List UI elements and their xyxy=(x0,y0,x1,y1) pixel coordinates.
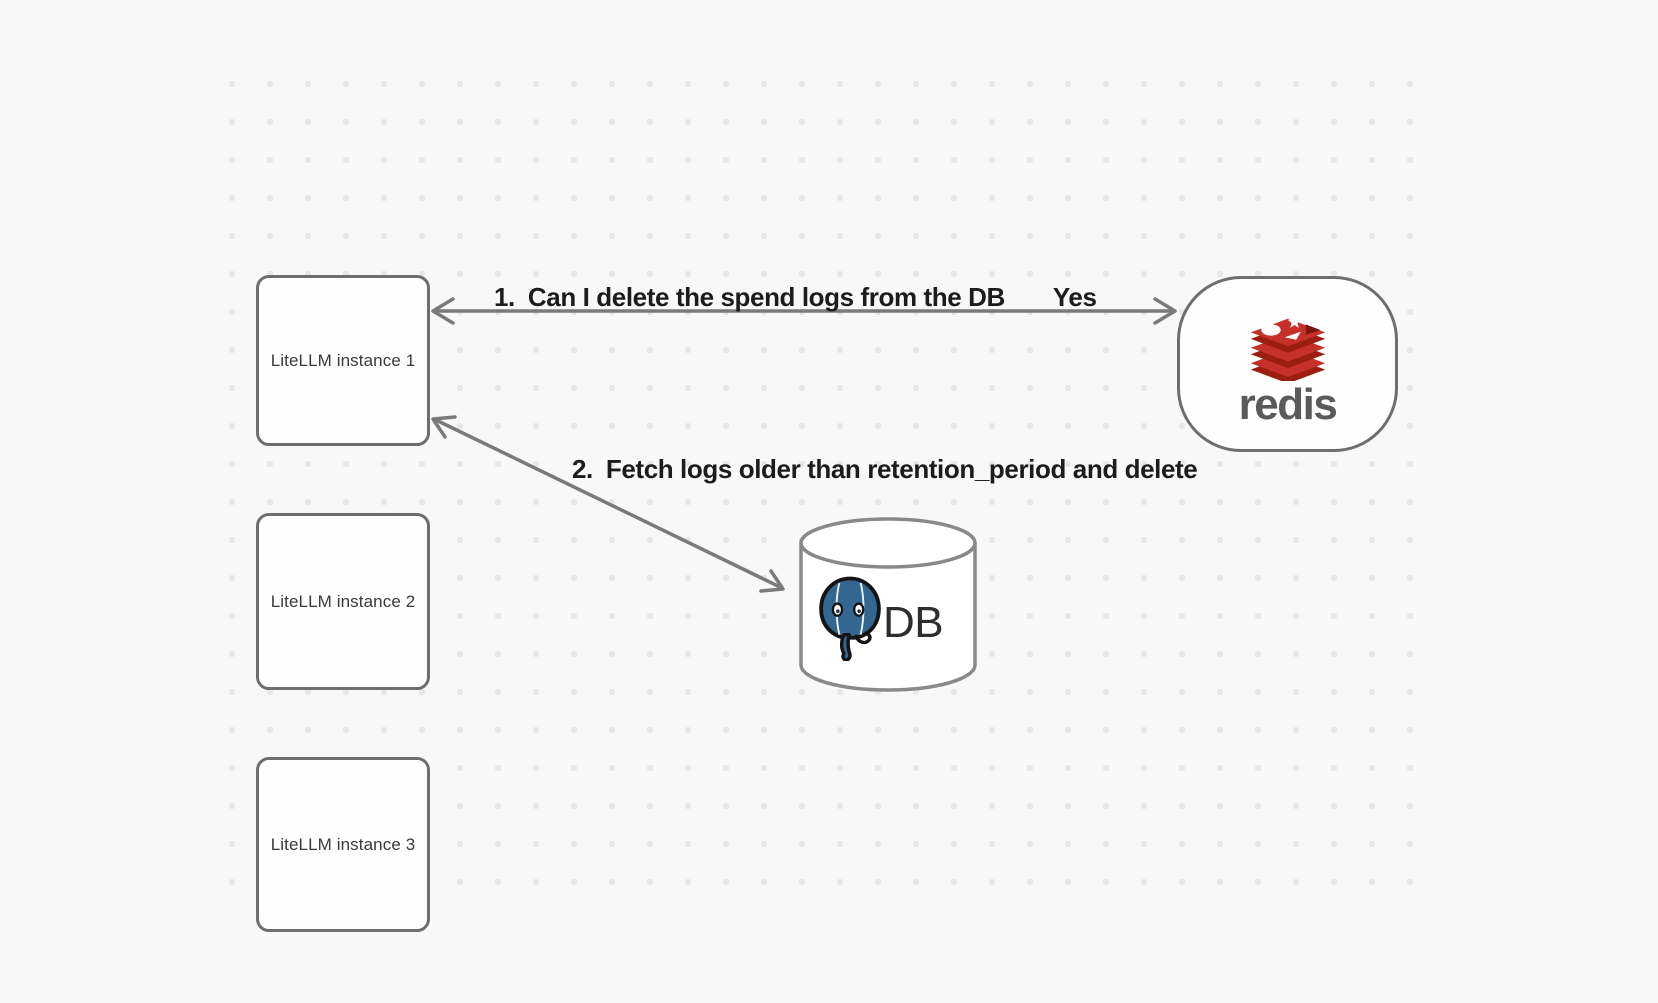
db-label: DB xyxy=(883,598,944,647)
step2-text: Fetch logs older than retention_period a… xyxy=(605,454,1198,484)
instance-label: LiteLLM instance 2 xyxy=(270,591,416,611)
redis-wordmark: redis xyxy=(1238,380,1338,429)
postgres-elephant-icon xyxy=(812,575,888,666)
step1-number: 1. xyxy=(494,282,515,312)
message-step1[interactable]: 1. Can I delete the spend logs from the … xyxy=(494,283,1097,312)
message-step2[interactable]: 2. Fetch logs older than retention_perio… xyxy=(572,454,1198,484)
arrow-fetch-logs[interactable] xyxy=(431,415,785,593)
arrow-spend-logs-question[interactable] xyxy=(431,297,1177,325)
step2-number: 2. xyxy=(572,454,593,484)
instance-label: LiteLLM instance 1 xyxy=(270,350,416,370)
instance-label: LiteLLM instance 3 xyxy=(270,834,416,854)
step1-reply-yes: Yes xyxy=(1052,282,1097,312)
redis-logo-icon xyxy=(1247,313,1329,386)
node-litellm-instance-2[interactable]: LiteLLM instance 2 xyxy=(256,513,430,690)
step1-text: Can I delete the spend logs from the DB xyxy=(527,282,1005,312)
node-redis[interactable]: redis xyxy=(1177,276,1398,452)
node-postgres-db[interactable]: DB xyxy=(799,517,977,693)
node-litellm-instance-3[interactable]: LiteLLM instance 3 xyxy=(256,757,430,932)
node-litellm-instance-1[interactable]: LiteLLM instance 1 xyxy=(256,275,430,446)
